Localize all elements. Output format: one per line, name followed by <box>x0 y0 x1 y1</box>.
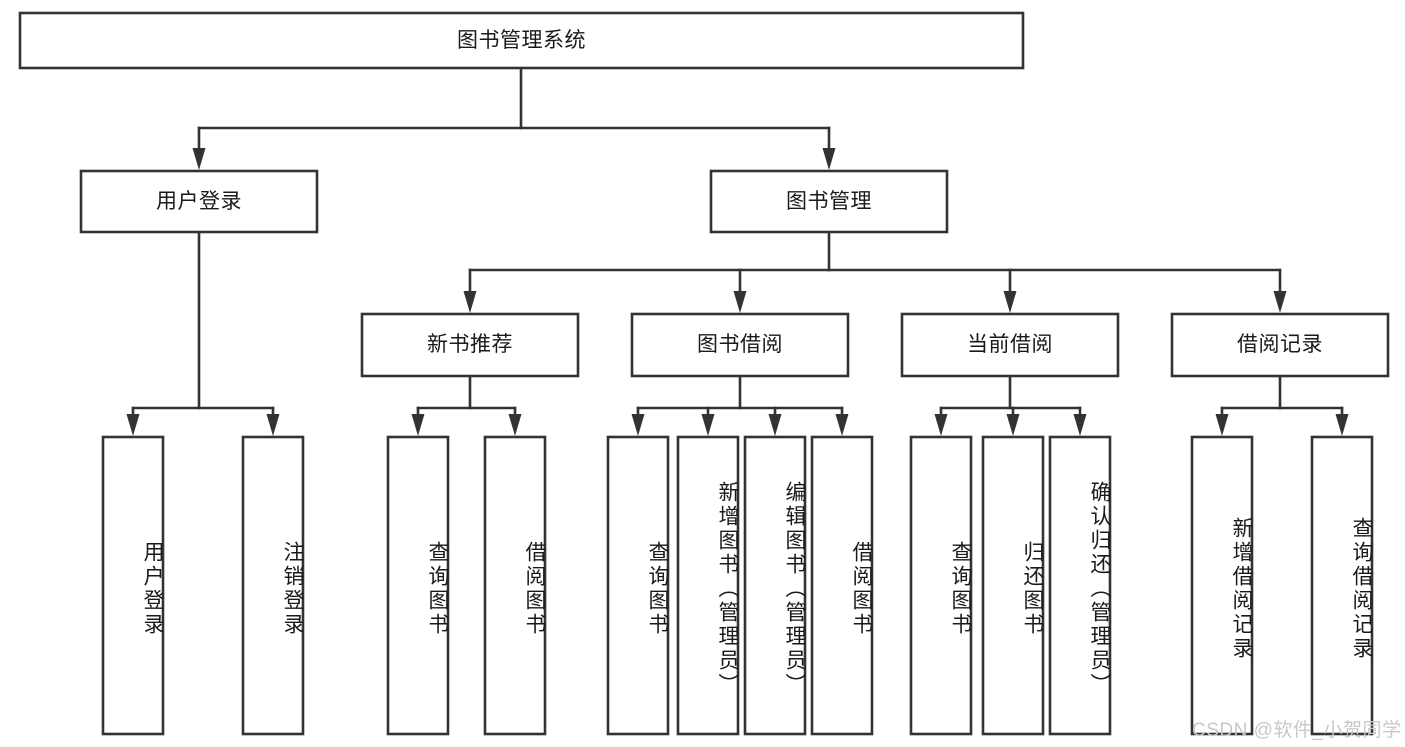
arrow-head-icon <box>411 414 425 436</box>
node-boxes-layer <box>18 11 1390 736</box>
node-box-leaf-3[interactable] <box>386 435 450 736</box>
arrow-head-icon <box>835 414 849 436</box>
watermark-text: CSDN @软件_小贺同学 <box>1192 720 1402 741</box>
arrow-head-icon <box>1006 414 1020 436</box>
arrow-head-icon <box>1273 291 1287 313</box>
node-box-leaf-5[interactable] <box>606 435 670 736</box>
node-box-leaf-2[interactable] <box>241 435 305 736</box>
arrow-head-icon <box>631 414 645 436</box>
arrow-head-icon <box>934 414 948 436</box>
node-box-leaf-13[interactable] <box>1310 435 1374 736</box>
node-box-leaf-10[interactable] <box>981 435 1045 736</box>
arrow-head-icon <box>463 291 477 313</box>
node-box-login[interactable] <box>79 169 319 234</box>
arrow-head-icon <box>1215 414 1229 436</box>
node-box-root[interactable] <box>18 11 1025 70</box>
arrow-head-icon <box>1073 414 1087 436</box>
conn-login-to-leaves <box>126 230 280 436</box>
node-box-leaf-6[interactable] <box>676 435 740 736</box>
arrow-head-icon <box>701 414 715 436</box>
conn-current-to-leaves <box>934 374 1087 436</box>
conn-record-to-leaves <box>1215 374 1349 436</box>
arrow-head-icon <box>126 414 140 436</box>
arrow-head-icon <box>822 148 836 170</box>
arrow-head-icon <box>1003 291 1017 313</box>
arrow-head-icon <box>733 291 747 313</box>
node-box-leaf-12[interactable] <box>1190 435 1254 736</box>
node-box-record[interactable] <box>1170 312 1390 378</box>
node-box-leaf-8[interactable] <box>810 435 874 736</box>
node-box-current[interactable] <box>900 312 1120 378</box>
conn-root-to-level2 <box>192 66 836 170</box>
conn-bookmgmt-to-level3 <box>463 230 1287 313</box>
node-box-leaf-7[interactable] <box>743 435 807 736</box>
node-box-leaf-1[interactable] <box>101 435 165 736</box>
arrow-head-icon <box>508 414 522 436</box>
node-box-leaf-9[interactable] <box>909 435 973 736</box>
conn-newbook-to-leaves <box>411 374 522 436</box>
node-box-newbook[interactable] <box>360 312 580 378</box>
node-box-leaf-11[interactable] <box>1048 435 1112 736</box>
node-box-leaf-4[interactable] <box>483 435 547 736</box>
conn-borrow-to-leaves <box>631 374 849 436</box>
arrow-head-icon <box>192 148 206 170</box>
arrow-head-icon <box>768 414 782 436</box>
connector-lines-layer <box>126 66 1349 436</box>
arrow-head-icon <box>266 414 280 436</box>
node-box-bookmgmt[interactable] <box>709 169 949 234</box>
node-box-borrow[interactable] <box>630 312 850 378</box>
arrow-head-icon <box>1335 414 1349 436</box>
